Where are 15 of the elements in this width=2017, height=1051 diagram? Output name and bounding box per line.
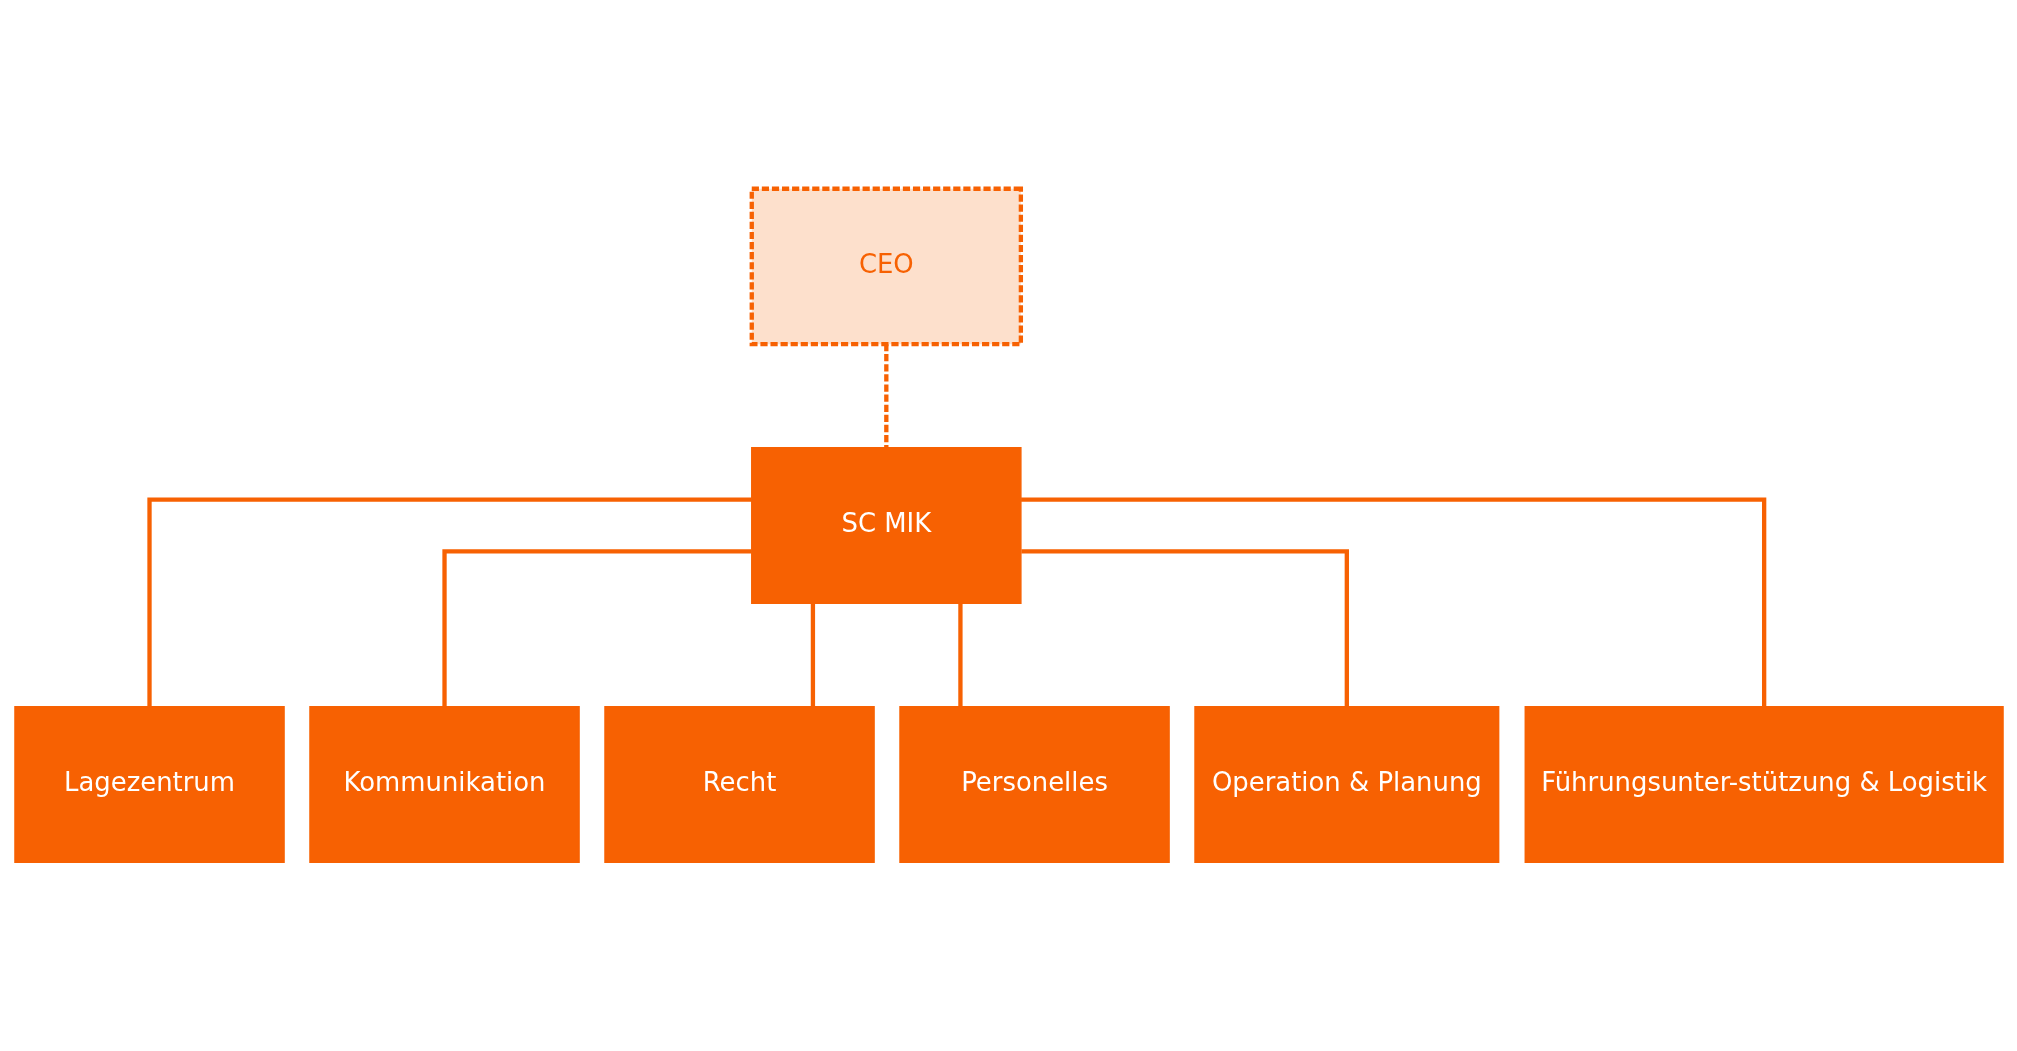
node-box: Operation & Planung — [1193, 706, 1499, 863]
node-box: Recht — [603, 706, 875, 863]
node-box: CEO — [749, 186, 1023, 347]
connector — [957, 603, 963, 707]
node-box: Lagezentrum — [13, 706, 285, 863]
node-box: Führungsunter-stützung & Logistik — [1524, 706, 2004, 863]
connector — [441, 549, 751, 707]
connector — [883, 344, 888, 448]
connector — [1020, 497, 1766, 707]
node-box: Kommunikation — [308, 706, 580, 863]
node-box: Personelles — [898, 706, 1170, 863]
connector — [810, 603, 815, 707]
connector — [146, 497, 752, 707]
connector — [1020, 549, 1349, 707]
node-box: SC MIK — [750, 447, 1022, 604]
